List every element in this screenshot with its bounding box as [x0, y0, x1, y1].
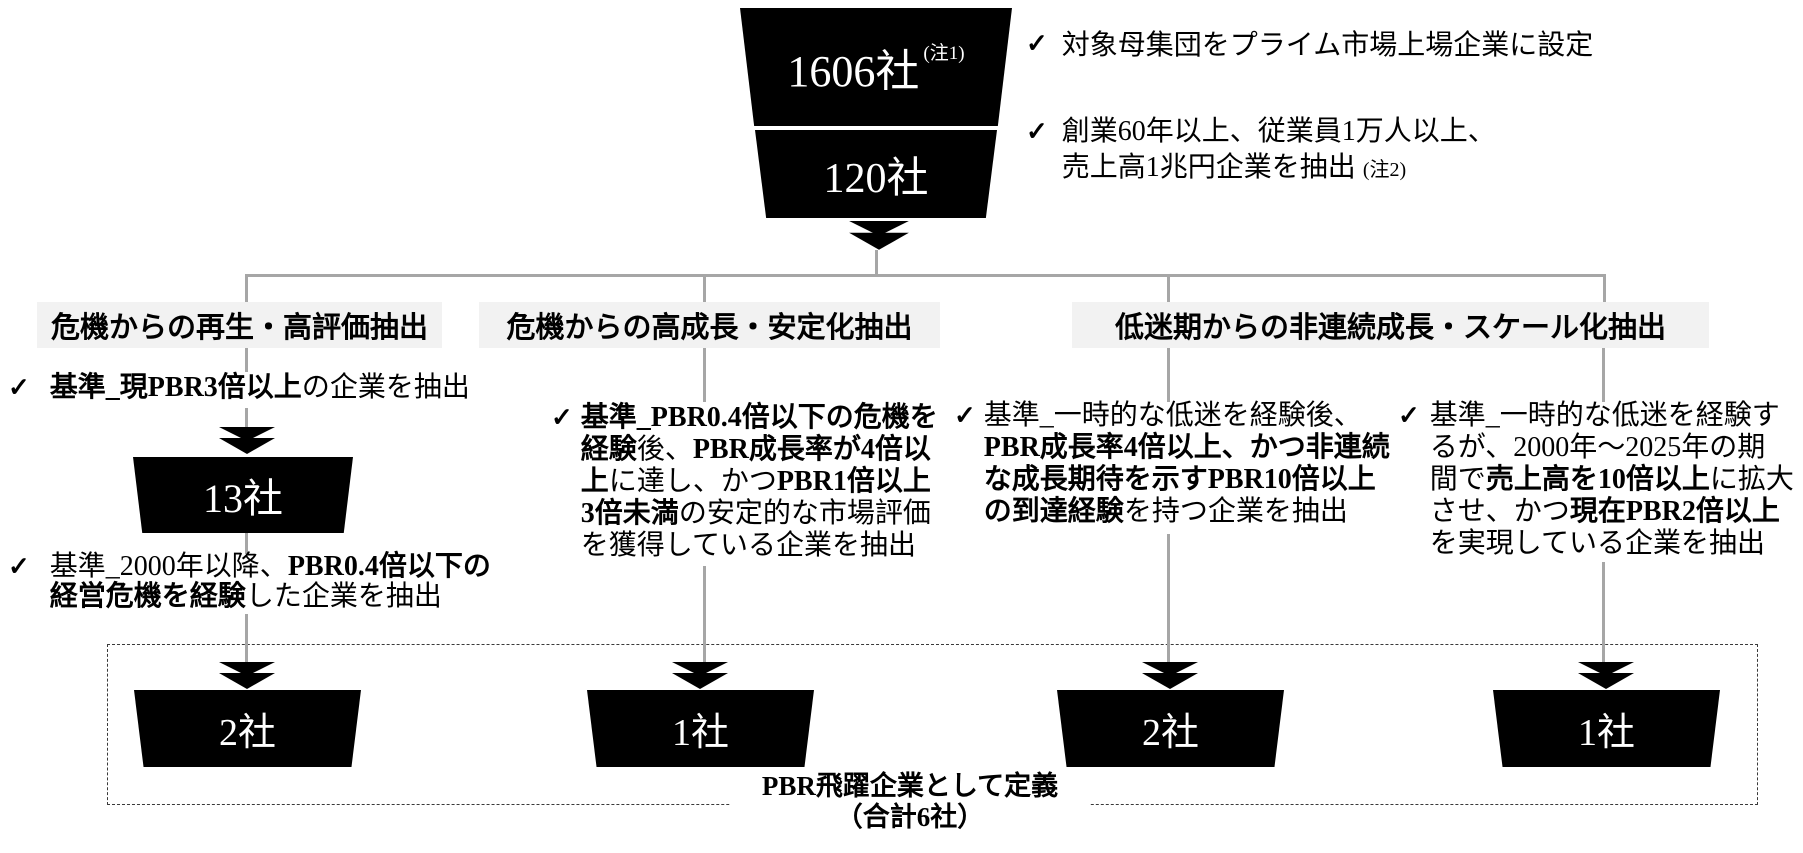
criterion-c2: ✓ 基準_PBR0.4倍以下の危機を 経験後、PBR成長率が4倍以 上に達し、か…	[551, 402, 938, 562]
branch3-header: 低迷期からの非連続成長・スケール化抽出	[1072, 302, 1709, 348]
node-bottom3: 2社	[1057, 690, 1284, 767]
node-bottom2: 1社	[587, 690, 814, 767]
branch1-header: 危機からの再生・高評価抽出	[37, 302, 442, 348]
funnel-note-1: ✓ 対象母集団をプライム市場上場企業に設定	[1026, 28, 1593, 64]
funnel-stage2: 120社	[755, 130, 997, 218]
branch3-left-drop-line	[1167, 274, 1170, 302]
funnel-note-2-text: 創業60年以上、従業員1万人以上、 売上高1兆円企業を抽出 (注2)	[1061, 116, 1496, 183]
branch1-drop-line	[245, 274, 248, 302]
branch-horizontal-line	[245, 274, 1606, 277]
funnel-note-1-text: 対象母集団をプライム市場上場企業に設定	[1061, 30, 1594, 61]
check-icon: ✓	[1026, 117, 1048, 146]
col3-stub-line-1	[1167, 348, 1170, 402]
branch2-drop-line	[703, 274, 706, 302]
node-bottom4: 1社	[1493, 690, 1720, 767]
double-down-arrow-icon	[1578, 662, 1634, 689]
double-down-arrow-icon	[1142, 662, 1198, 689]
double-down-arrow-icon	[219, 427, 275, 454]
footer-line1: PBR飛躍企業として定義	[761, 771, 1059, 801]
funnel-note-2: ✓ 創業60年以上、従業員1万人以上、 売上高1兆円企業を抽出 (注2)	[1026, 114, 1496, 188]
funnel-stage1: 1606社 (注1)	[740, 8, 1012, 126]
node-bottom3-label: 2社	[1141, 712, 1199, 754]
funnel-stage2-label: 120社	[823, 155, 929, 202]
criterion-c3: ✓ 基準_一時的な低迷を経験後、 PBR成長率4倍以上、かつ非連続 な成長期待を…	[954, 400, 1390, 528]
footer-line2: （合計6社）	[835, 802, 985, 832]
col3-stub-line-2	[1167, 534, 1170, 663]
node-13-companies: 13社	[133, 457, 353, 533]
check-icon: ✓	[954, 401, 976, 430]
criterion-c3-text: 基準_一時的な低迷を経験後、 PBR成長率4倍以上、かつ非連続 な成長期待を示す…	[983, 400, 1390, 527]
funnel-stage1-label: 1606社	[787, 47, 920, 96]
check-icon: ✓	[1026, 29, 1048, 58]
col2-stub-line-2	[703, 566, 706, 663]
node-13-label: 13社	[203, 476, 283, 521]
double-down-arrow-icon	[672, 662, 728, 689]
funnel-stage1-note: (注1)	[923, 42, 965, 64]
node-bottom4-label: 1社	[1577, 712, 1635, 754]
branch2-header: 危機からの高成長・安定化抽出	[479, 302, 940, 348]
check-icon: ✓	[1398, 401, 1420, 430]
col4-stub-line-1	[1602, 348, 1605, 402]
criterion-c1a-text: 基準_現PBR3倍以上の企業を抽出	[49, 372, 470, 403]
node-bottom1-label: 2社	[218, 712, 276, 754]
criterion-c1b-text: 基準_2000年以降、PBR0.4倍以下の 経営危機を経験した企業を抽出	[49, 551, 491, 612]
col1-stub-line-3	[245, 533, 248, 554]
col1-stub-line-1	[245, 348, 248, 372]
criterion-c4-text: 基準_一時的な低迷を経験す るが、2000年～2025年の期 間で売上高を10倍…	[1429, 400, 1794, 559]
footer-definition-label: PBR飛躍企業として定義 （合計6社）	[730, 771, 1090, 833]
node-bottom1: 2社	[134, 690, 361, 767]
criterion-c4: ✓ 基準_一時的な低迷を経験す るが、2000年～2025年の期 間で売上高を1…	[1398, 400, 1794, 560]
criterion-c1a: ✓ 基準_現PBR3倍以上の企業を抽出	[8, 372, 470, 404]
check-icon: ✓	[8, 552, 30, 581]
col1-stub-line-2	[245, 408, 248, 428]
col4-stub-line-2	[1602, 562, 1605, 663]
check-icon: ✓	[8, 373, 30, 402]
col2-stub-line-1	[703, 348, 706, 402]
double-down-arrow-icon	[849, 221, 909, 250]
double-down-arrow-icon	[219, 662, 275, 689]
funnel-feed-line	[875, 250, 878, 276]
branch3-right-drop-line	[1603, 274, 1606, 302]
node-bottom2-label: 1社	[671, 712, 729, 754]
criterion-c1b: ✓ 基準_2000年以降、PBR0.4倍以下の 経営危機を経験した企業を抽出	[8, 552, 491, 612]
criterion-c2-text: 基準_PBR0.4倍以下の危機を 経験後、PBR成長率が4倍以 上に達し、かつP…	[580, 402, 938, 561]
check-icon: ✓	[551, 403, 573, 432]
col1-stub-line-4	[245, 614, 248, 663]
